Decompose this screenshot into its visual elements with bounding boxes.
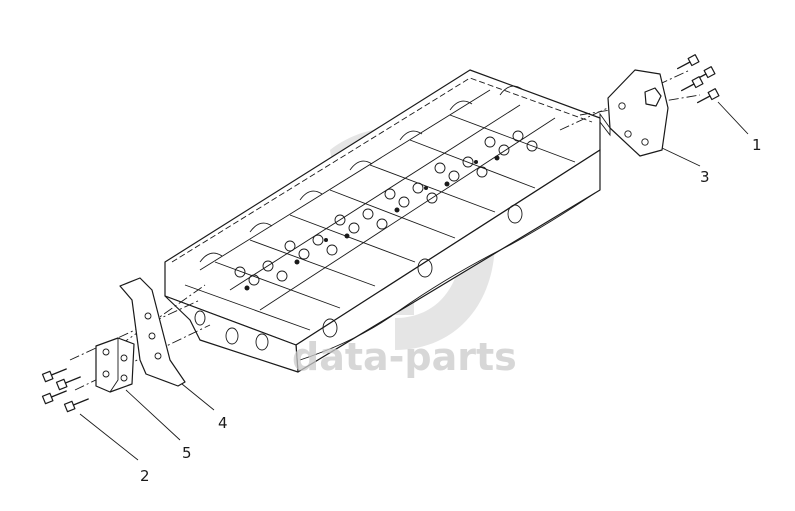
callout-3: 3 bbox=[700, 168, 710, 186]
front-bolts bbox=[41, 368, 89, 413]
watermark-text: data-parts bbox=[292, 335, 517, 379]
callout-1: 1 bbox=[752, 136, 762, 154]
rear-bolts bbox=[676, 54, 720, 104]
front-lifting-bracket bbox=[119, 277, 186, 387]
leader-lines bbox=[79, 101, 749, 461]
callout-4: 4 bbox=[218, 414, 228, 432]
cylinder-head bbox=[164, 69, 601, 373]
bracket-plate bbox=[95, 337, 135, 393]
callout-5: 5 bbox=[182, 444, 192, 462]
rear-lifting-bracket bbox=[599, 69, 669, 157]
callout-2: 2 bbox=[140, 467, 150, 485]
